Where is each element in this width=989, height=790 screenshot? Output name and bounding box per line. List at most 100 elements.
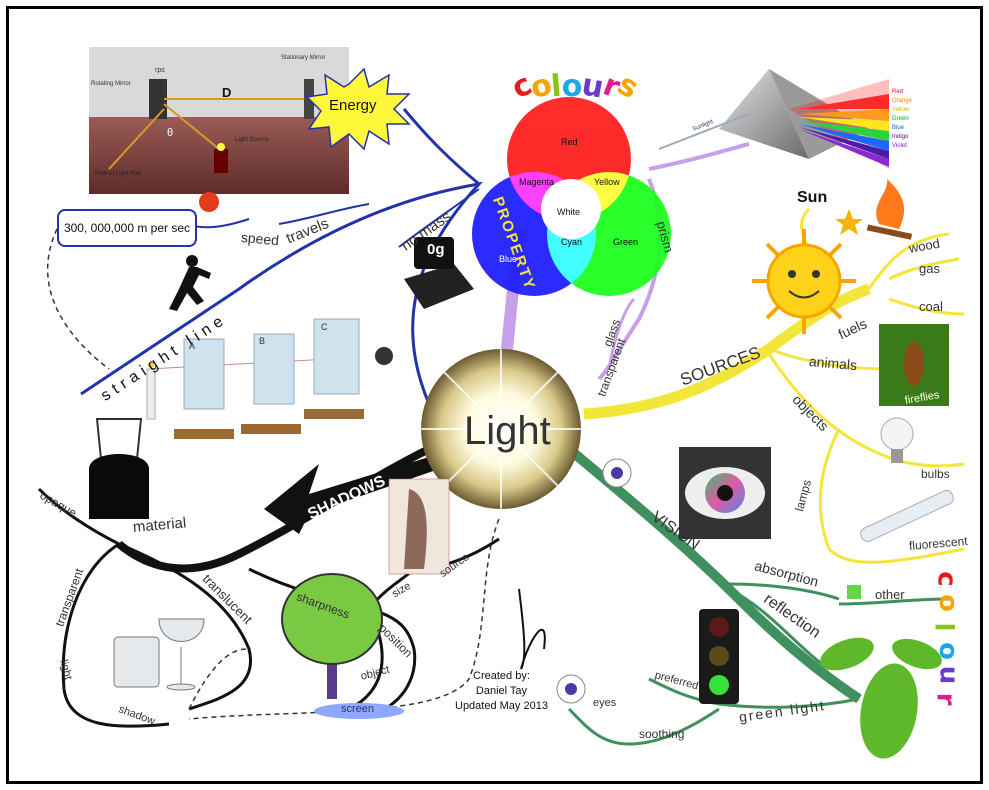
eyeball-character-top (602, 458, 632, 488)
branch-gas (888, 257, 960, 281)
credit-author: Daniel Tay (475, 685, 528, 697)
rotating-mirror-label: Rotating Mirror (91, 81, 131, 87)
stationary-mirror-label: Stationary Mirror (281, 55, 326, 61)
cup-icon (89, 418, 149, 519)
mind-map-frame: Light 300, 000,000 m per sec Energy 0g R… (6, 6, 983, 784)
light-speed-experiment (89, 47, 349, 194)
shadows-arrow (264, 457, 439, 534)
eye-image (679, 447, 771, 539)
branch-coal (888, 297, 965, 316)
branch-material-low (61, 542, 170, 728)
label-soothing: soothing (639, 727, 685, 741)
colour-red-label: Red (561, 137, 578, 147)
credit-created: Created by: (473, 670, 530, 682)
screen-c-label: C (321, 322, 328, 332)
dashed-link-translucent (188, 648, 250, 710)
spectrum-green: Green (892, 116, 909, 122)
colours-letter: o (932, 642, 963, 660)
leaf-icon (820, 637, 942, 759)
colours-letter: r (930, 692, 961, 706)
branch-sources (583, 283, 871, 420)
shadow-grid (388, 478, 450, 575)
colours-title-top: colours (506, 67, 643, 106)
fluorescent-icon (860, 489, 954, 543)
speed-value-box: 300, 000,000 m per sec (57, 209, 197, 247)
white-center (541, 179, 601, 239)
branch-energy (402, 108, 480, 186)
colour-yellow-label: Yellow (594, 177, 620, 187)
colour-blue-label: Blue (499, 254, 518, 264)
label-other: other (875, 587, 905, 602)
branch-speed-box (278, 203, 370, 225)
other-icon (847, 585, 861, 599)
spectrum-yellow: Yellow (892, 107, 910, 113)
signature (518, 588, 546, 670)
d-label: D (222, 85, 232, 100)
label-gas: gas (919, 261, 940, 276)
star-icon (835, 209, 863, 235)
glasses-icon (113, 618, 205, 691)
theta-label: θ (167, 127, 174, 139)
credit-updated: Updated May 2013 (455, 700, 548, 712)
dashed-link (46, 228, 110, 370)
credit-block: Created by: Daniel Tay Updated May 2013 (455, 669, 548, 714)
sun-icon (752, 229, 856, 334)
branch-reflection (728, 587, 830, 671)
colour-magenta-label: Magenta (519, 177, 555, 187)
branch-other (838, 597, 950, 606)
eyeball-character-bottom (556, 674, 586, 704)
screen-a-label: A (189, 341, 196, 351)
label-speed: speed (240, 229, 280, 249)
campfire-icon (866, 179, 913, 240)
colours-letter: l (928, 622, 959, 632)
tree-icon (281, 573, 404, 719)
label-sun: Sun (797, 189, 828, 206)
branch-vision (565, 445, 862, 704)
branch-objects (767, 353, 965, 468)
spectrum-violet: Violet (892, 143, 907, 149)
center-label: Light (464, 409, 551, 453)
spectrum-indigo: Indigo (892, 134, 909, 140)
branch-glass (607, 297, 636, 370)
energy-star (305, 67, 411, 151)
bulb-icon (880, 417, 914, 463)
screen-b-label: B (259, 336, 266, 346)
scale-icon (404, 237, 474, 309)
colour-venn (472, 97, 671, 296)
branch-no-mass (398, 188, 480, 248)
branch-soothing (567, 707, 720, 746)
zero-g-label: 0g (427, 241, 445, 258)
light-source-label: Light Source (235, 137, 269, 143)
prism-icon (658, 69, 889, 169)
spectrum-red: Red (892, 89, 904, 95)
branch-fuels (867, 232, 950, 290)
branch-material (37, 487, 120, 546)
label-bulbs: bulbs (921, 467, 950, 481)
light-rays (421, 349, 581, 509)
warning-icon (199, 192, 219, 212)
spectrum-orange: Orange (892, 98, 913, 104)
branch-green-light (648, 677, 860, 709)
light-path-label: Path of Light Ray (95, 171, 142, 177)
screens-experiment (146, 318, 393, 439)
label-screen: screen (341, 703, 375, 715)
colour-green-label: Green (613, 237, 639, 247)
spectrum-blue: Blue (892, 125, 905, 131)
branch-translucent (118, 542, 253, 711)
colour-cyan-label: Cyan (561, 237, 583, 247)
runner-icon (169, 255, 211, 311)
colours-letter: c (931, 571, 962, 587)
colours-title-right: c o l o u r (928, 569, 969, 713)
traffic-light-icon (699, 609, 739, 704)
branch-lamps (818, 428, 965, 564)
branch-prism (648, 142, 750, 171)
label-coal: coal (919, 299, 943, 314)
energy-label: Energy (329, 97, 377, 114)
colour-white-label: White (557, 207, 581, 217)
colours-letter: u (933, 665, 964, 685)
label-eyes: eyes (593, 697, 617, 709)
branch-speed (188, 218, 250, 229)
branch-absorption (728, 582, 840, 601)
mind-map-svg (37, 47, 965, 759)
colours-letter: o (932, 594, 963, 612)
